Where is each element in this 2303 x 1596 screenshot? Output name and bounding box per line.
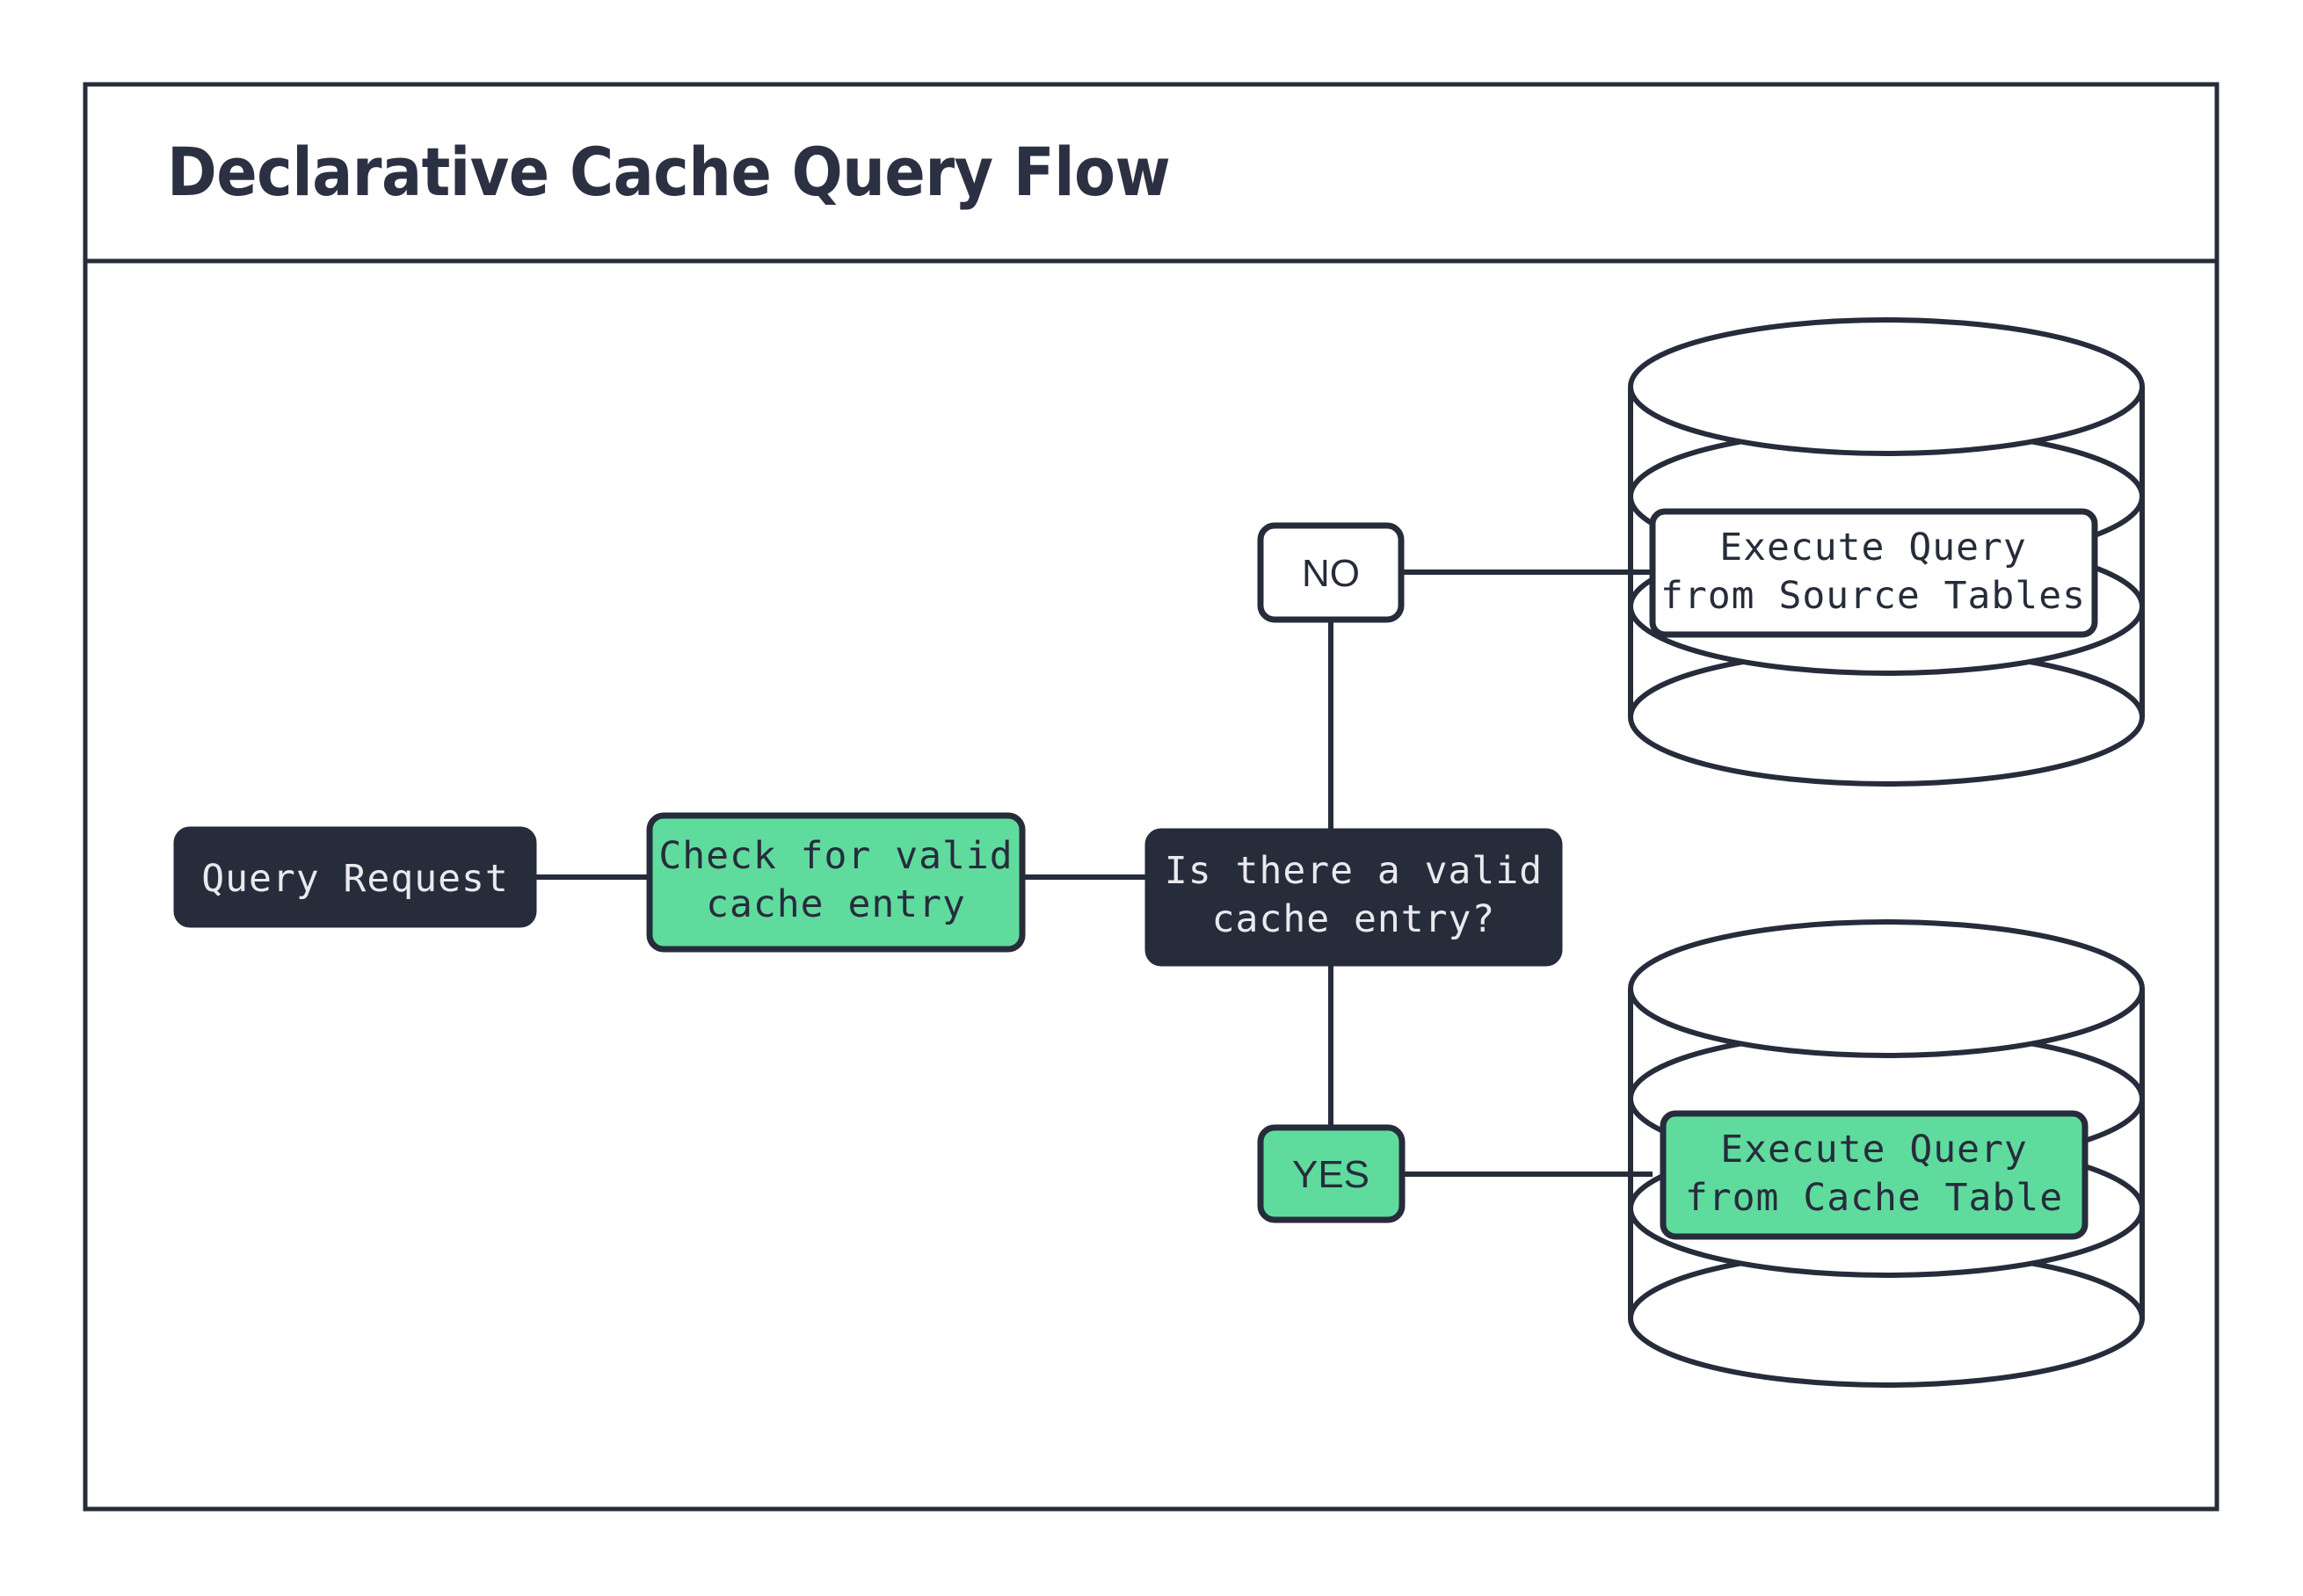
- node-box[interactable]: [1660, 1110, 2089, 1240]
- node-label-line2: cache entry: [706, 882, 966, 926]
- edge-label-no[interactable]: NO: [1257, 522, 1405, 623]
- node-box[interactable]: [1144, 828, 1563, 967]
- node-label-line1: Execute Query: [1719, 526, 2027, 569]
- db-disc-top: [1628, 919, 2145, 1058]
- node-box[interactable]: [173, 826, 537, 928]
- node-execute-query-source[interactable]: Execute Query from Source Tables: [1649, 508, 2098, 638]
- node-execute-query-cache[interactable]: Execute Query from Cache Table: [1660, 1110, 2089, 1240]
- node-label: Query Request: [201, 857, 509, 901]
- node-label-line1: Execute Query: [1720, 1128, 2028, 1172]
- edge-label-text: NO: [1302, 552, 1360, 595]
- node-box[interactable]: [1649, 508, 2098, 638]
- db-disc-top: [1628, 317, 2145, 456]
- edge-label-box[interactable]: [1257, 522, 1405, 623]
- node-query-request[interactable]: Query Request: [173, 826, 537, 928]
- node-label-line2: cache entry?: [1212, 897, 1496, 941]
- node-label-line1: Is there a valid: [1165, 849, 1543, 893]
- page-title: Declarative Cache Query Flow: [167, 133, 1170, 211]
- node-box[interactable]: [646, 812, 1026, 953]
- node-check-cache-entry[interactable]: Check for valid cache entry: [646, 812, 1026, 953]
- edge-label-text: YES: [1292, 1153, 1369, 1196]
- node-label-line1: Check for valid: [658, 834, 1013, 878]
- node-label-line2: from Cache Table: [1685, 1176, 2063, 1220]
- diagram-frame: [83, 82, 2219, 1512]
- node-decision-valid-cache-entry[interactable]: Is there a valid cache entry?: [1144, 828, 1563, 967]
- node-label-line2: from Source Tables: [1660, 574, 2086, 618]
- edge-label-yes[interactable]: YES: [1257, 1124, 1406, 1223]
- edge-label-box[interactable]: [1257, 1124, 1406, 1223]
